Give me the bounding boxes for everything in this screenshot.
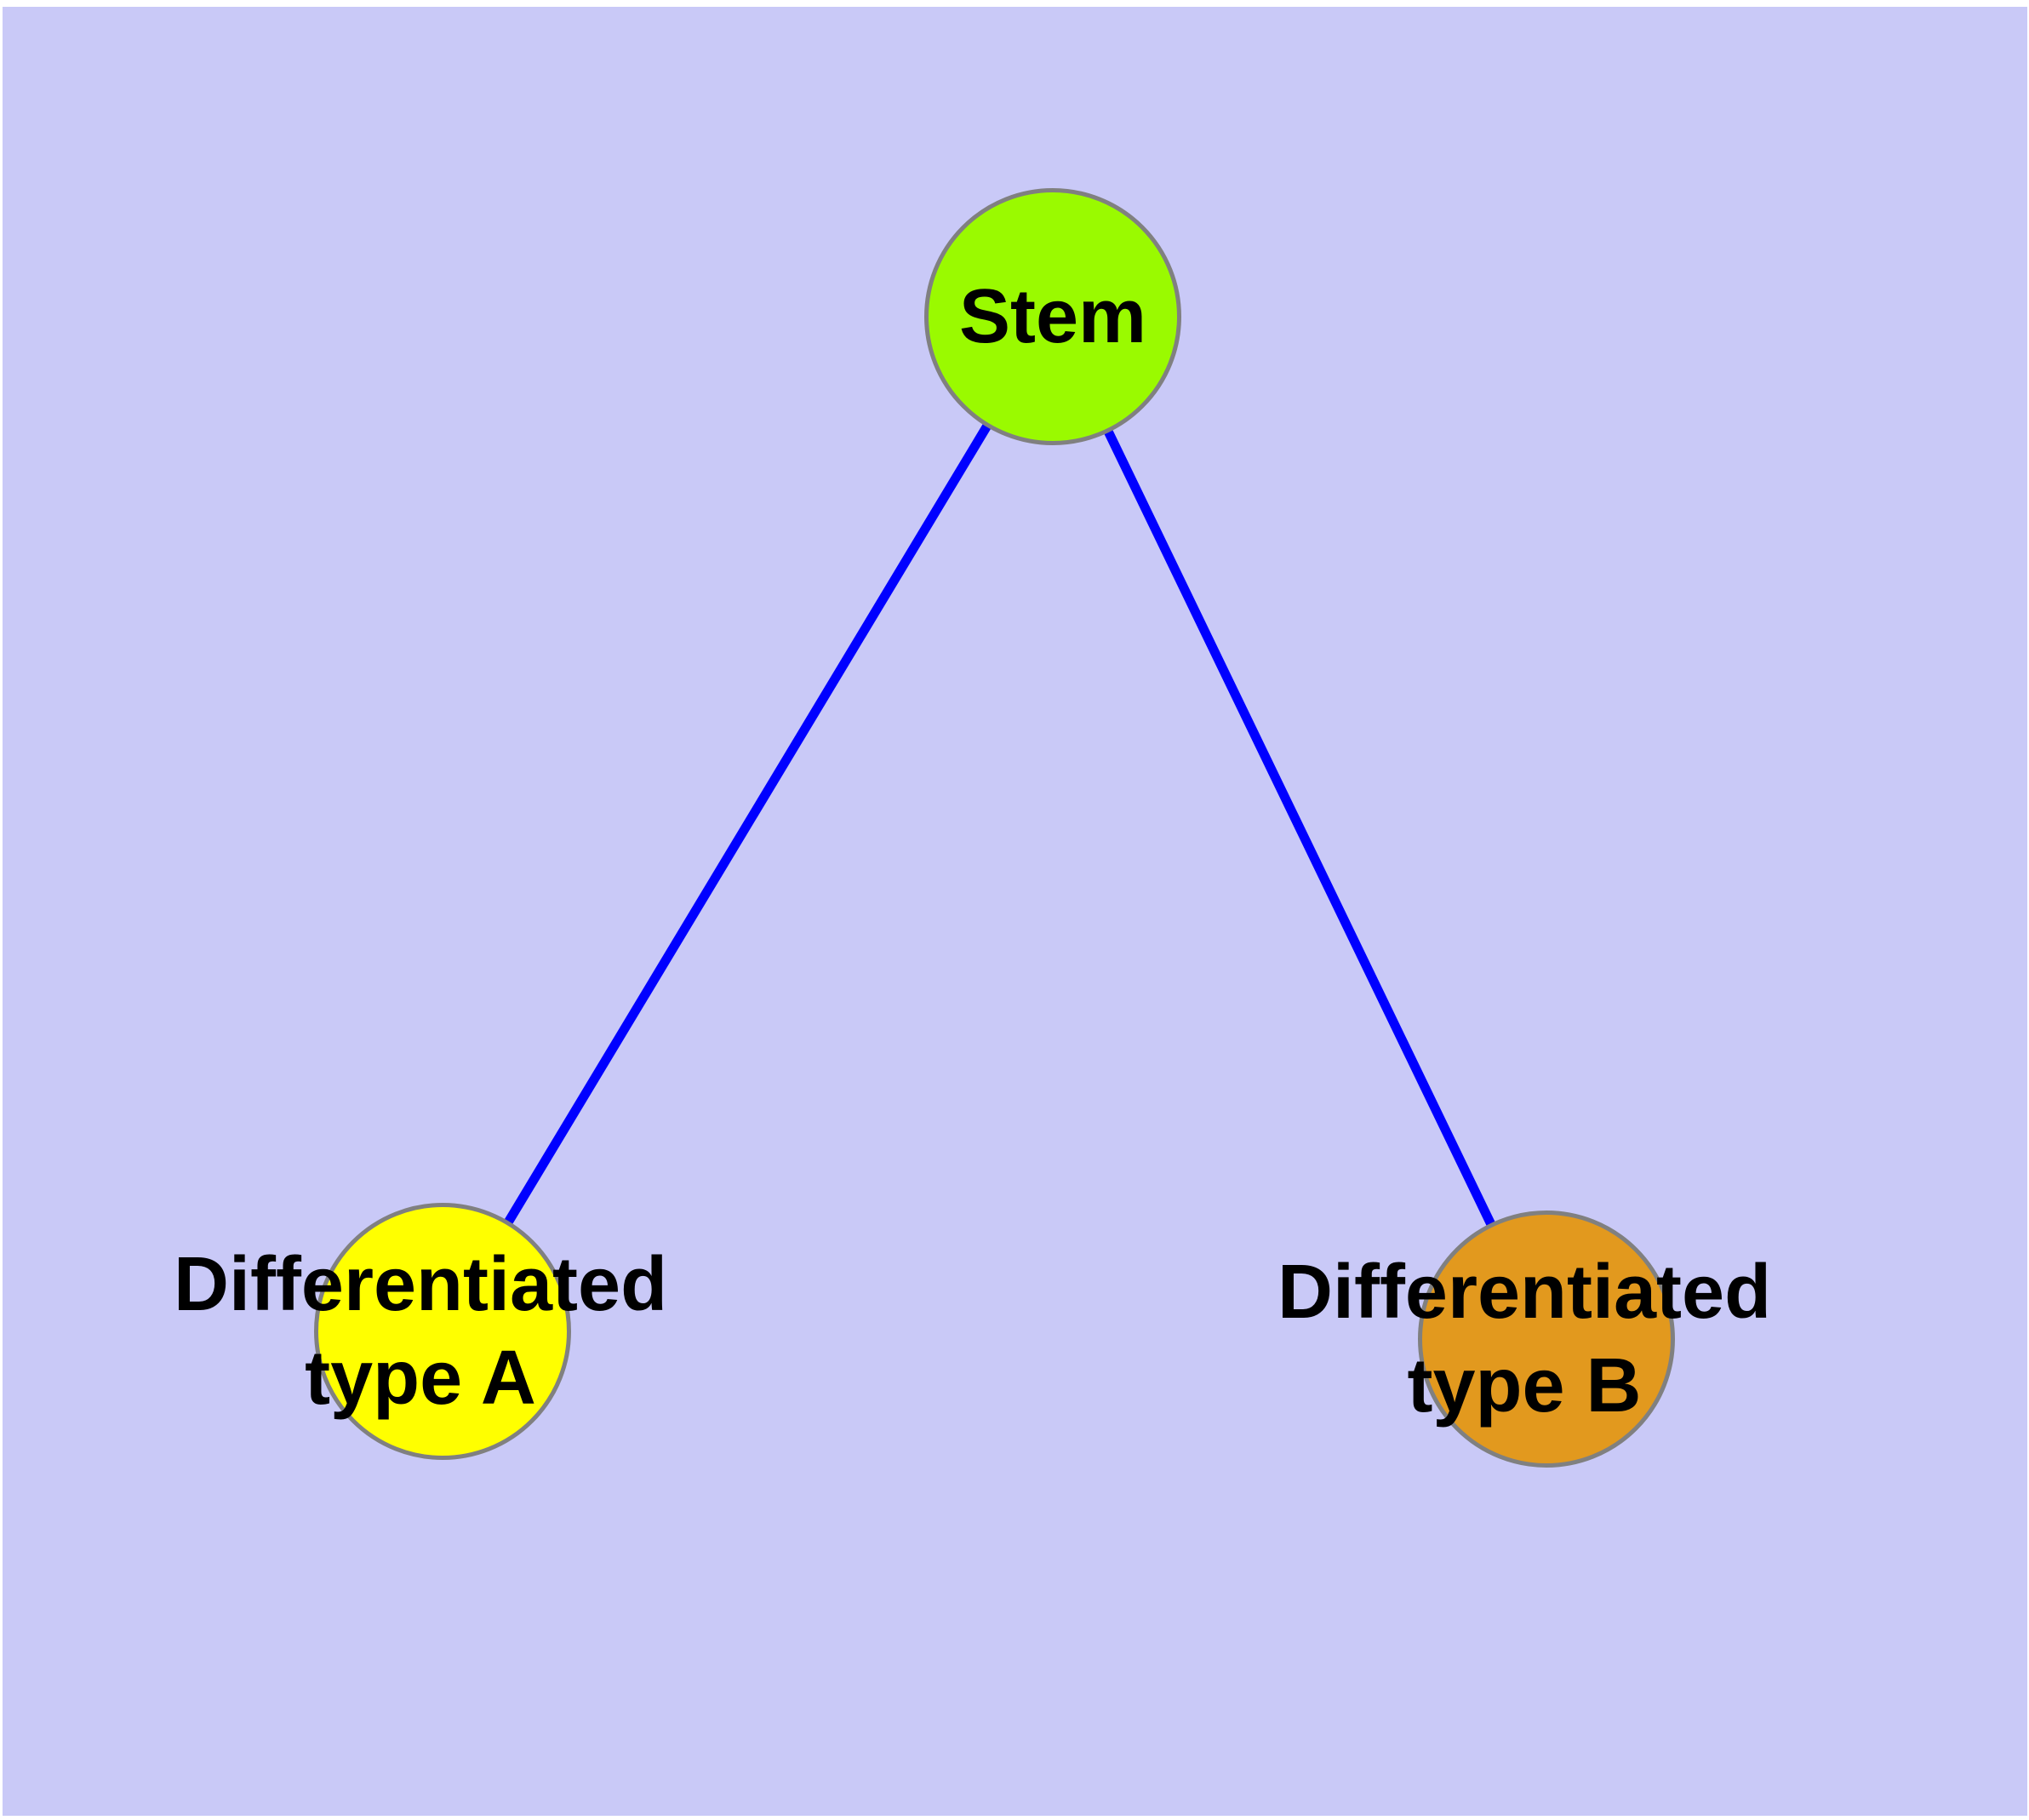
node-stem: Stem <box>924 188 1181 445</box>
node-differentiated-type-b: Differentiated type B <box>1277 1210 1771 1468</box>
node-differentiated-type-a-label: Differentiated type A <box>173 1242 668 1421</box>
node-stem-label: Stem <box>958 274 1147 359</box>
node-differentiated-type-b-label: Differentiated type B <box>1277 1250 1772 1428</box>
node-differentiated-type-a: Differentiated type A <box>174 1203 667 1460</box>
edge-stem-to-type-a <box>438 314 1057 1334</box>
edge-stem-to-type-b <box>1049 314 1551 1342</box>
